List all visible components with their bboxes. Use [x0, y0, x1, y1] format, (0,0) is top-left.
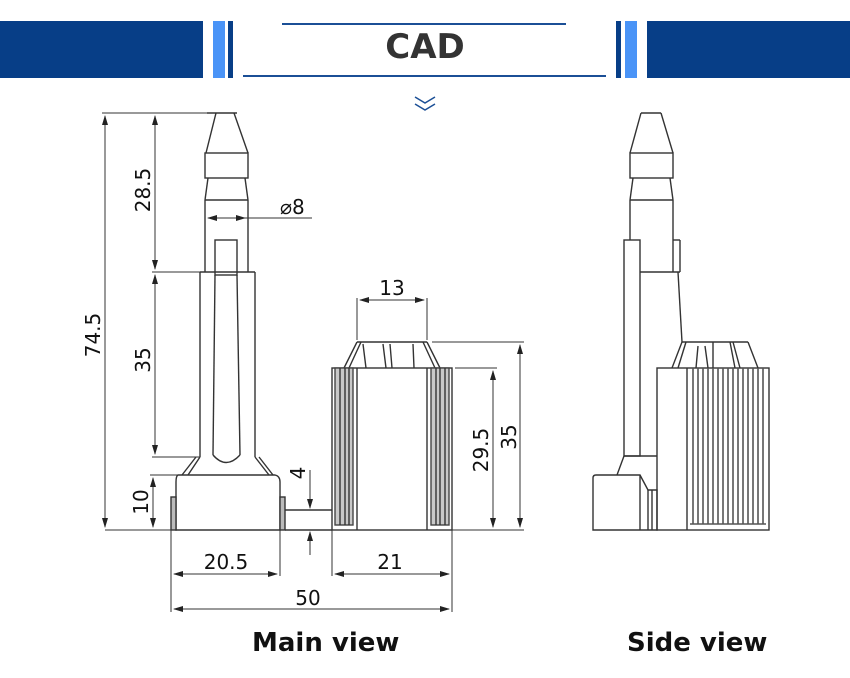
dim-gap-height: 4	[286, 467, 310, 480]
side-view-drawing	[592, 112, 770, 531]
bolt-base	[170, 474, 332, 531]
bolt-tip	[204, 112, 249, 272]
dim-cap-height: 35	[497, 424, 521, 449]
bolt-shaft	[181, 239, 274, 476]
dim-total-height: 74.5	[81, 313, 105, 358]
dim-cap-top-width: 13	[379, 276, 404, 300]
banner-left-stripe-dark	[228, 21, 233, 78]
side-view-ribs	[690, 368, 766, 525]
banner-left-block	[0, 21, 203, 78]
side-view-caption: Side view	[627, 628, 768, 658]
double-chevron-down-icon	[414, 96, 436, 111]
main-view-caption: Main view	[252, 628, 400, 658]
dim-total-width: 50	[295, 586, 320, 610]
main-view-dimensions	[102, 112, 524, 612]
dimension-labels: 74.5 28.5 35 10 ⌀8 4 13 29.5 35 20.5 21 …	[81, 168, 521, 610]
dim-tip-height: 28.5	[131, 168, 155, 213]
title-bottom-line	[243, 75, 606, 77]
banner-right-stripe-dark	[616, 21, 621, 78]
banner-left-stripe-light	[213, 21, 225, 78]
banner-right-stripe-light	[625, 21, 637, 78]
page-title: CAD	[385, 27, 465, 67]
dim-cap-width: 21	[377, 550, 402, 574]
title-top-line	[282, 23, 566, 25]
dim-base-height: 10	[129, 489, 153, 514]
dim-base-width: 20.5	[204, 550, 249, 574]
main-view-drawing	[170, 112, 453, 531]
dim-diameter: ⌀8	[280, 195, 305, 219]
dim-cap-body-height: 29.5	[469, 428, 493, 473]
banner-right-block	[647, 21, 850, 78]
dim-shaft-height: 35	[131, 347, 155, 372]
cap-body	[331, 341, 453, 531]
